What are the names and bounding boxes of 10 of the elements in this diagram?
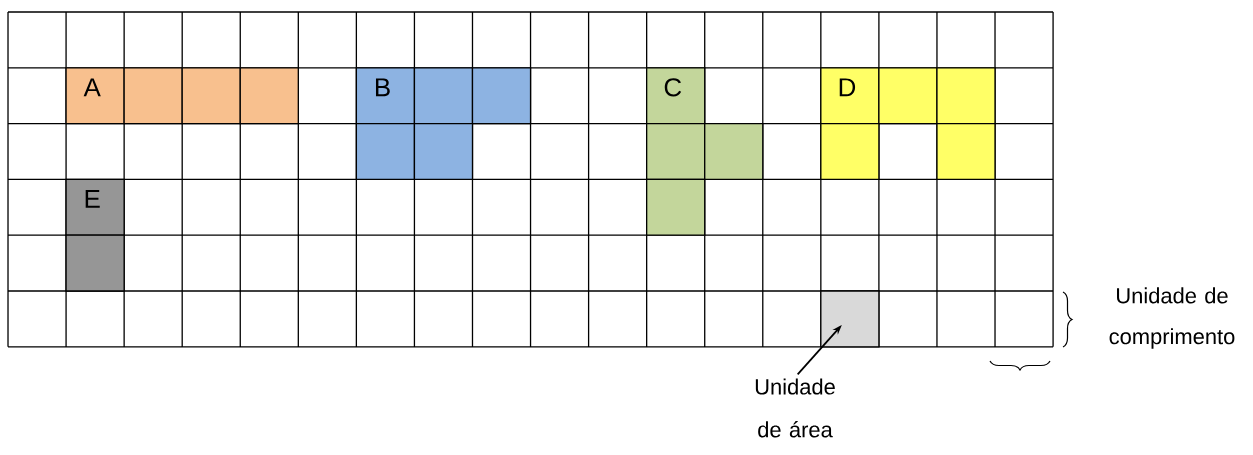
brace-label: Unidade de comprimento xyxy=(1109,287,1235,349)
unit-square xyxy=(820,290,880,348)
node-label: B xyxy=(375,78,390,97)
node-label: D xyxy=(839,78,856,97)
shaded-figure: A xyxy=(65,67,299,125)
node-label: C xyxy=(664,78,682,97)
shaded-figure: D xyxy=(820,67,996,181)
shaded-figure: C xyxy=(646,67,764,236)
shaded-figure: B xyxy=(355,67,532,181)
callout-text: Unidade de área xyxy=(755,378,835,438)
